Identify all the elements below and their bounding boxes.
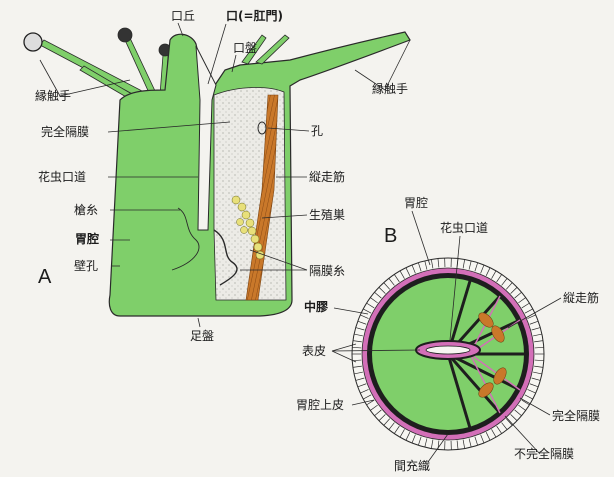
label-septal-filament: 隔膜糸 [309,264,345,278]
label-mouth-hill: 口丘 [171,9,195,23]
label-mesoglea: 中膠 [304,299,328,314]
figure-b: B 胃腔 花虫口道 縦走筋 中膠 表皮 胃腔上皮 完全隔膜 不完全隔膜 間充織 [296,195,600,473]
label-pharynx-a: 花虫口道 [38,169,86,184]
figure-a-letter: A [38,266,52,288]
label-gonad: 生殖巣 [309,207,345,222]
label-mouth: 口(=肛門) [226,8,283,23]
figure-a: 口丘 口(=肛門) 口盤 縁触手 縁触手 完全隔膜 孔 花虫口道 縦走筋 槍糸 … [24,8,410,343]
label-tentacles-right: 縁触手 [372,81,408,96]
label-longitudinal-muscle-b: 縦走筋 [563,290,599,305]
label-acontia: 槍糸 [74,202,98,217]
label-incomplete-septum: 不完全隔膜 [514,446,574,461]
label-oral-disc: 口盤 [233,41,257,55]
label-wall-pore: 壁孔 [74,258,98,273]
tentacle-knob-2 [118,28,132,42]
figure-b-letter: B [384,225,397,247]
label-mesenchyme: 間充織 [394,458,430,473]
label-pharynx-b: 花虫口道 [440,220,488,235]
label-pore: 孔 [311,124,323,138]
label-tentacles-left: 縁触手 [35,88,71,103]
label-complete-septum-b: 完全隔膜 [552,408,600,423]
pharynx-lumen [426,346,470,354]
label-gastric-cavity-b: 胃腔 [404,195,428,210]
label-complete-septum-a: 完全隔膜 [41,124,89,139]
label-pedal-disc: 足盤 [190,329,214,343]
label-epidermis: 表皮 [302,344,326,358]
label-longitudinal-muscle-a: 縦走筋 [309,169,345,184]
label-gastric-cavity-a: 胃腔 [75,231,99,246]
tentacle-knob-1 [24,33,42,51]
label-gastrodermis: 胃腔上皮 [296,397,344,412]
